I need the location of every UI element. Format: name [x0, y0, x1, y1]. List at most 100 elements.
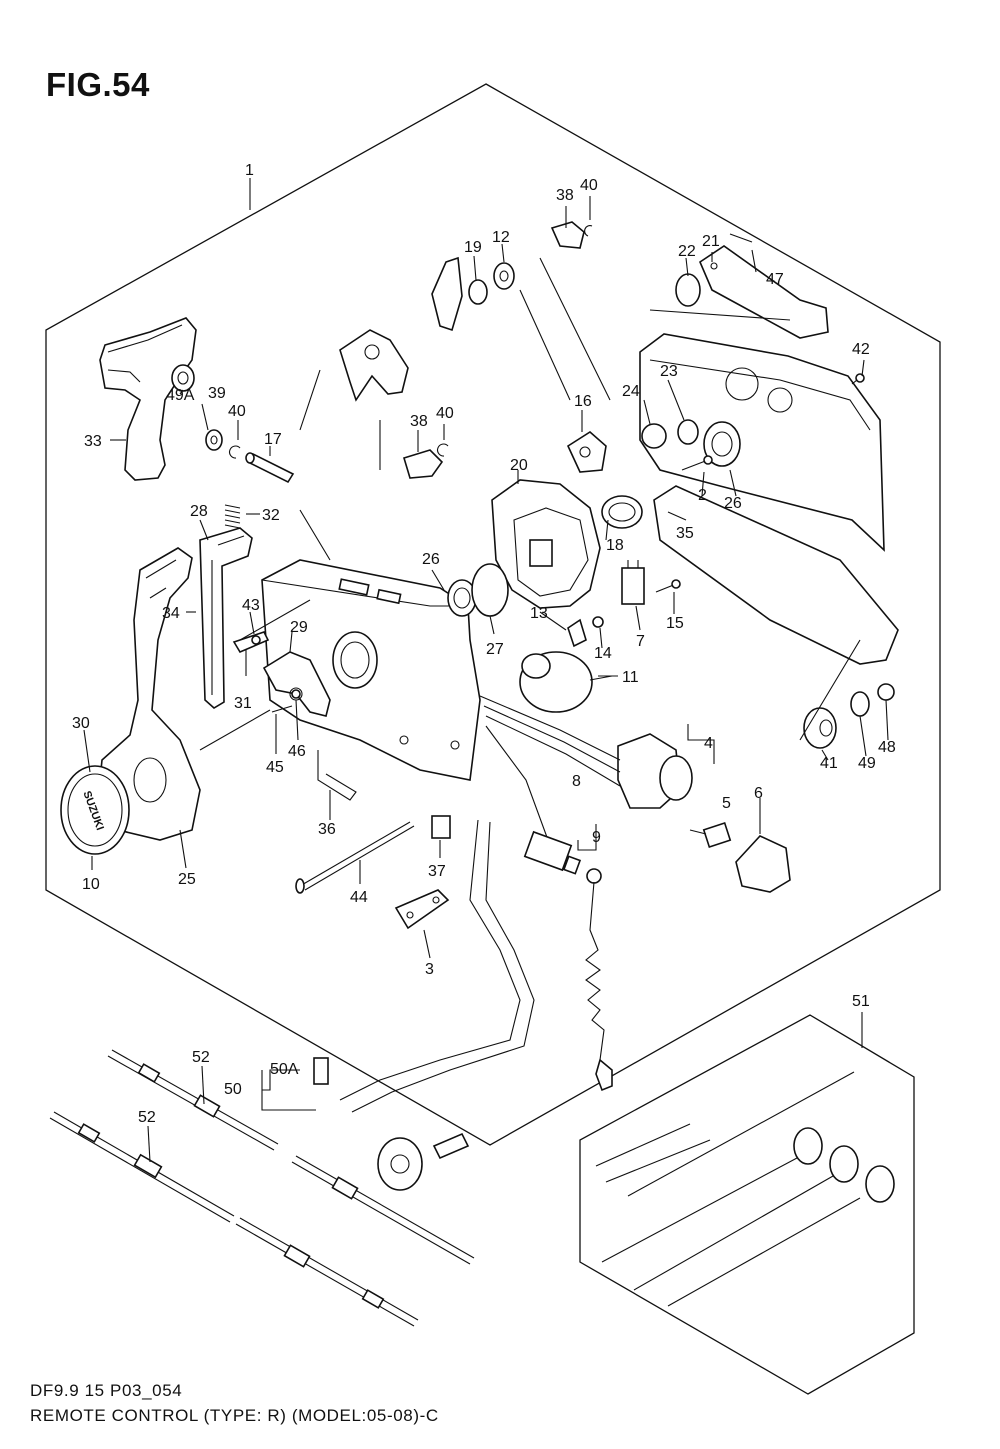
gear-24: [641, 423, 667, 449]
plate-3: [394, 889, 450, 930]
callout-37: 37: [428, 863, 446, 880]
callout-36: 36: [318, 821, 336, 838]
callout-40-mid: 40: [228, 403, 246, 420]
bolt-43: [251, 635, 261, 645]
washer-39: [205, 429, 223, 451]
callout-2: 2: [698, 487, 707, 504]
callout-labels: 1 2 3 4 5 6 7 8 9 10 11 12 13 14 15 16 1…: [72, 162, 896, 1126]
callout-4: 4: [704, 735, 713, 752]
leader-lines: [83, 178, 889, 1163]
cover-10: SUZUKI: [60, 765, 130, 855]
callout-35: 35: [676, 525, 694, 542]
callout-29: 29: [290, 619, 308, 636]
switch-7: [621, 560, 645, 605]
clip-21: [699, 245, 829, 339]
callout-23: 23: [660, 363, 678, 380]
kit-51-outline: [579, 1014, 915, 1395]
assembly-1-outline: [45, 83, 941, 1146]
diagram-caption: REMOTE CONTROL (TYPE: R) (MODEL:05-08)-C: [30, 1406, 439, 1425]
washer-27: [471, 563, 509, 617]
callout-38-upper: 38: [556, 187, 574, 204]
cable-52-lower: [49, 1111, 235, 1223]
figure-title: FIG.54: [46, 66, 150, 103]
callout-6: 6: [754, 785, 763, 802]
fuse-50a: [313, 1057, 329, 1085]
callout-22: 22: [678, 243, 696, 260]
nut-46: [291, 689, 301, 699]
cap-6: [735, 835, 791, 893]
callout-20: 20: [510, 457, 528, 474]
callout-14: 14: [594, 645, 612, 662]
bushing-41: [803, 707, 837, 749]
callout-50a: 50A: [270, 1061, 299, 1078]
callout-47: 47: [766, 271, 784, 288]
clip-13: [567, 618, 587, 648]
pin-17: [245, 452, 295, 484]
callout-40-lower: 40: [436, 405, 454, 422]
plate-31: [232, 631, 270, 654]
screw-14: [592, 616, 604, 628]
callout-39: 39: [208, 385, 226, 402]
callout-45: 45: [266, 759, 284, 776]
callout-1: 1: [245, 162, 254, 179]
callout-19: 19: [464, 239, 482, 256]
callout-33: 33: [84, 433, 102, 450]
piece-38-upper: [550, 221, 585, 249]
callout-50: 50: [224, 1081, 242, 1098]
clip-40: [229, 445, 241, 459]
wire-harness: [339, 695, 621, 1113]
spring-32: [224, 504, 241, 529]
screw-44: [295, 821, 415, 894]
callout-32: 32: [262, 507, 280, 524]
callout-52-upper: 52: [192, 1049, 210, 1066]
screw-47: [729, 233, 753, 243]
callout-28: 28: [190, 503, 208, 520]
cable-pair-right: [235, 1155, 475, 1327]
callout-40-upper: 40: [580, 177, 598, 194]
key-switch-4: [617, 733, 693, 809]
part-8: [523, 830, 582, 875]
callout-27: 27: [486, 641, 504, 658]
screw-45: [271, 705, 293, 713]
callout-11: 11: [622, 669, 639, 686]
callout-38-lower: 38: [410, 413, 428, 430]
clip-40-lower: [437, 443, 449, 457]
callout-31: 31: [234, 695, 252, 712]
callout-51: 51: [852, 993, 870, 1010]
rail-35: [653, 485, 899, 665]
callout-12: 12: [492, 229, 510, 246]
bushing-26-right: [703, 421, 741, 467]
callout-17: 17: [264, 431, 282, 448]
lever-arm-25: [97, 547, 201, 841]
clip-37: [431, 815, 451, 839]
control-housing: [261, 559, 481, 781]
part-16: [566, 431, 607, 473]
callout-5: 5: [722, 795, 731, 812]
key-5: [689, 822, 732, 848]
callout-42: 42: [852, 341, 870, 358]
callout-43: 43: [242, 597, 260, 614]
kit-51-contents: [595, 1071, 895, 1307]
washer-49: [850, 691, 870, 717]
callout-10: 10: [82, 876, 100, 893]
cable-52-upper: [107, 1049, 279, 1151]
nut-48: [877, 683, 895, 701]
callout-49: 49: [858, 755, 876, 772]
diagram-code: DF9.9 15 P03_054: [30, 1381, 183, 1400]
side-housing: [639, 333, 885, 552]
callout-34: 34: [162, 605, 180, 622]
callout-21: 21: [702, 233, 720, 250]
buzzer-11: [519, 651, 613, 713]
washer-12: [493, 262, 515, 290]
callout-25: 25: [178, 871, 196, 888]
lanyard-9: [585, 868, 613, 1092]
callout-15: 15: [666, 615, 684, 632]
callout-41: 41: [820, 755, 838, 772]
ring-22: [675, 273, 701, 307]
callout-46: 46: [288, 743, 306, 760]
piece-38-lower: [403, 449, 444, 479]
callout-44: 44: [350, 889, 368, 906]
callout-16: 16: [574, 393, 592, 410]
callout-48: 48: [878, 739, 896, 756]
washer-49a: [171, 364, 195, 392]
